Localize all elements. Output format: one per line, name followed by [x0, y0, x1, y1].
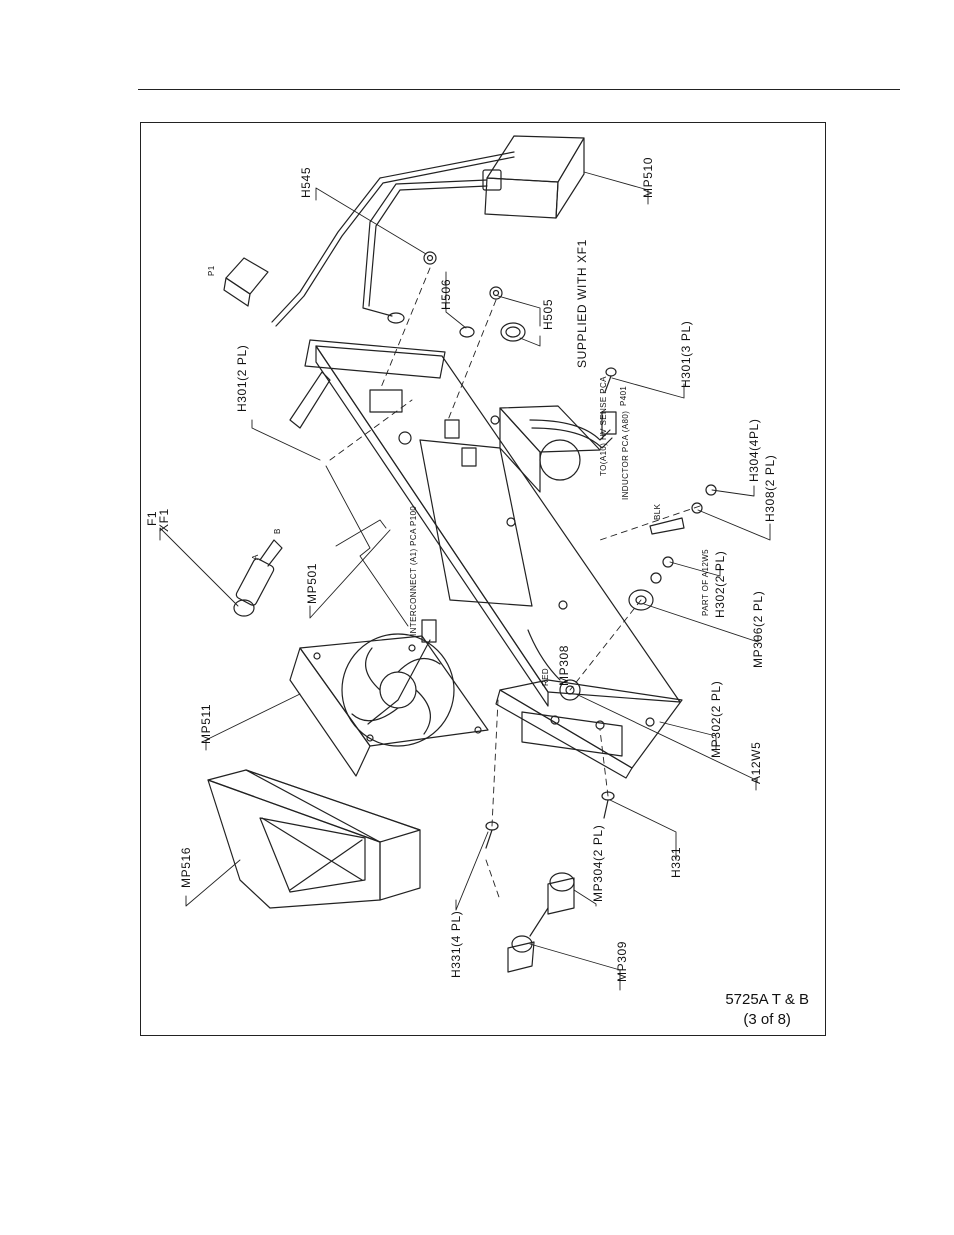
label-xf1: XF1: [157, 508, 171, 532]
label-h331-4pl: H331(4 PL): [449, 911, 463, 978]
h506-washer: [459, 326, 475, 338]
header-rule: [138, 89, 900, 90]
label-part-of-a12w5: PART OF A12W5: [701, 549, 710, 616]
explode-lines: [329, 267, 701, 901]
label-mp302-2pl: MP302(2 PL): [709, 681, 723, 758]
label-blk: BLK: [653, 503, 662, 520]
label-h302-2pl: H302(2 PL): [713, 551, 727, 618]
h505-nut: [489, 286, 503, 300]
h331-screw: [601, 791, 615, 819]
label-f1: F1: [145, 511, 159, 526]
label-mp511: MP511: [199, 704, 213, 744]
mp309-bushing: [507, 907, 549, 973]
label-h545: H545: [299, 167, 313, 198]
p1-connector: [223, 257, 269, 307]
h545-nut: [423, 251, 437, 265]
mp306-spacer: [628, 589, 654, 611]
label-mp308: MP308: [557, 645, 571, 686]
front-panel: [495, 679, 683, 779]
label-mp304-2pl: MP304(2 PL): [591, 825, 605, 902]
figure-frame: [140, 122, 826, 1036]
label-mp510: MP510: [641, 157, 655, 198]
label-inductor-pca: INDUCTOR PCA (A80): [621, 411, 630, 500]
label-mp516: MP516: [179, 847, 193, 888]
mp510-cable: [271, 151, 515, 327]
label-p1: P1: [207, 265, 216, 276]
mp304-spacer: [547, 872, 575, 915]
zigzag-lines: [325, 465, 409, 627]
label-interconnect: INTERCONNECT (A1) PCA P100: [409, 506, 418, 636]
label-mp501: MP501: [305, 563, 319, 604]
label-mp306-2pl: MP306(2 PL): [751, 591, 765, 668]
h301-3pl-screw: [604, 367, 617, 393]
leader-lines: [159, 171, 771, 991]
fan-mp511: [289, 619, 489, 777]
label-mp309: MP309: [615, 941, 629, 982]
label-h506: H506: [439, 279, 453, 310]
label-p401: P401: [619, 386, 628, 406]
label-hv-sense-pca: TO(A10) HV SENSE PCA: [599, 376, 608, 476]
inductor-pca: [499, 405, 617, 493]
diagram-labels: H545 MP510 P1 H506 H505 SUPPLIED WITH XF…: [145, 157, 777, 982]
figure-caption: 5725A T & B (3 of 8): [725, 990, 809, 1030]
cover-mp516: [207, 769, 421, 909]
xf1-gasket: [500, 322, 526, 342]
label-a12w5: A12W5: [749, 742, 763, 784]
mp308-connector: [527, 629, 581, 701]
label-red: RED: [541, 668, 550, 686]
label-h331: H331: [669, 847, 683, 878]
fuse-holder-f1: [233, 539, 283, 617]
label-b: B: [273, 528, 282, 534]
small-washers: [649, 484, 717, 584]
caption-title: 5725A T & B: [725, 991, 809, 1008]
label-h304-4pl: H304(4PL): [747, 419, 761, 482]
label-h308-2pl: H308(2 PL): [763, 455, 777, 522]
caption-subtitle: (3 of 8): [743, 1011, 791, 1028]
label-a: A: [251, 554, 260, 560]
label-h301-3pl: H301(3 PL): [679, 321, 693, 388]
mp510-box: [482, 135, 585, 219]
label-h505: H505: [541, 299, 555, 330]
label-h301-2pl: H301(2 PL): [235, 345, 249, 412]
label-supplied-with-xf1: SUPPLIED WITH XF1: [575, 239, 589, 368]
